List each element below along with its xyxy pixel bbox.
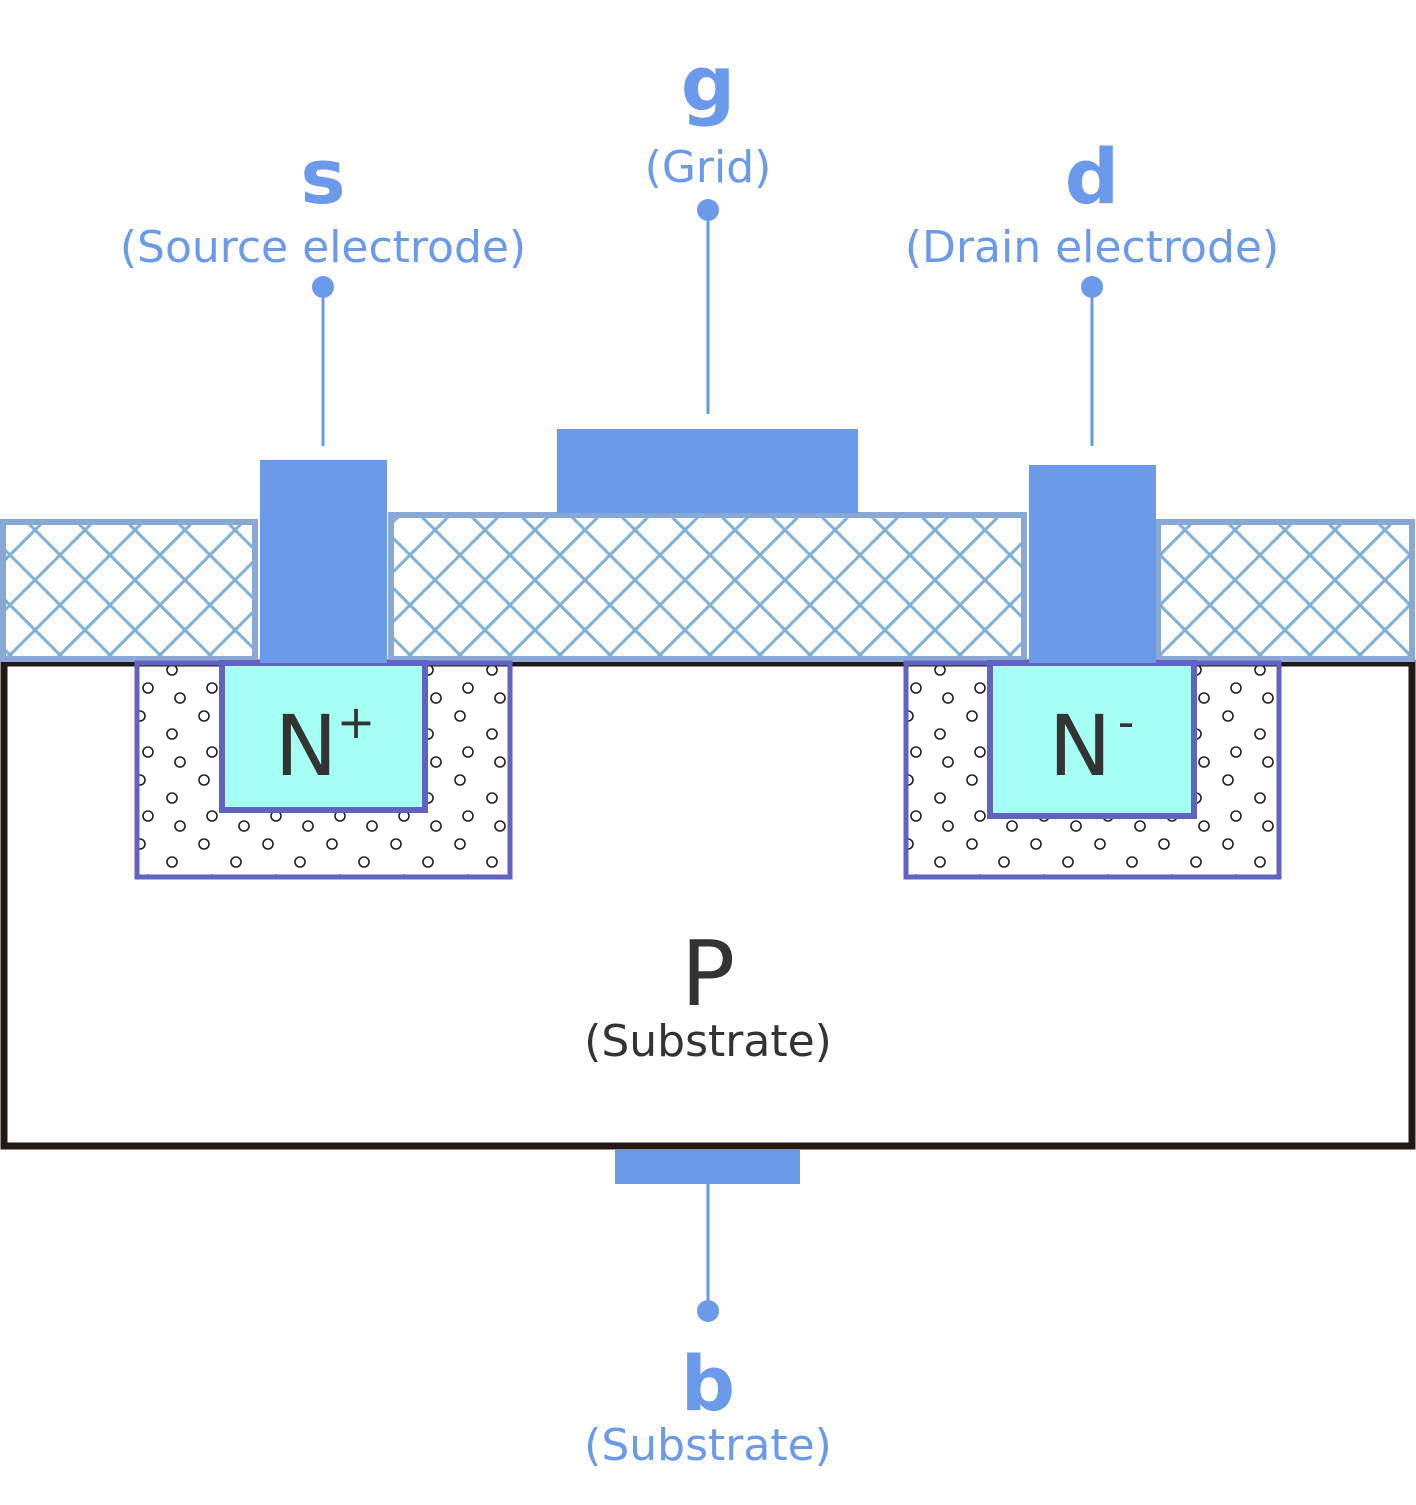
gate-terminal-dot xyxy=(697,199,719,221)
drain-electrode xyxy=(1029,465,1156,663)
source-region-label: N xyxy=(275,697,338,795)
oxide-layer-right xyxy=(1155,519,1415,662)
source-terminal-dot xyxy=(312,276,334,298)
source-region-letter: N xyxy=(275,697,338,795)
drain-n-region xyxy=(987,660,1197,819)
drain-caption: (Drain electrode) xyxy=(905,222,1279,273)
oxide-layer-left xyxy=(0,519,258,662)
body-terminal-dot xyxy=(697,1300,719,1322)
drain-letter: d xyxy=(1065,132,1119,221)
gate-letter: g xyxy=(681,39,735,128)
drain-region-letter: N xyxy=(1049,697,1112,795)
source-electrode xyxy=(260,460,387,663)
substrate-caption: (Substrate) xyxy=(584,1016,832,1067)
oxide-layer-center xyxy=(388,512,1027,662)
source-caption: (Source electrode) xyxy=(120,222,526,273)
source-letter: s xyxy=(300,132,345,221)
source-region-superscript: + xyxy=(337,695,376,749)
drain-region-label: N xyxy=(1049,697,1112,795)
drain-region-superscript: - xyxy=(1118,695,1135,749)
gate-caption: (Grid) xyxy=(645,142,772,193)
drain-terminal-dot xyxy=(1081,276,1103,298)
body-letter: b xyxy=(681,1339,735,1428)
substrate-letter: P xyxy=(681,922,735,1027)
body-caption: (Substrate) xyxy=(584,1420,832,1471)
body-electrode xyxy=(615,1150,800,1184)
gate-electrode xyxy=(557,429,858,513)
source-n-region xyxy=(219,660,428,813)
